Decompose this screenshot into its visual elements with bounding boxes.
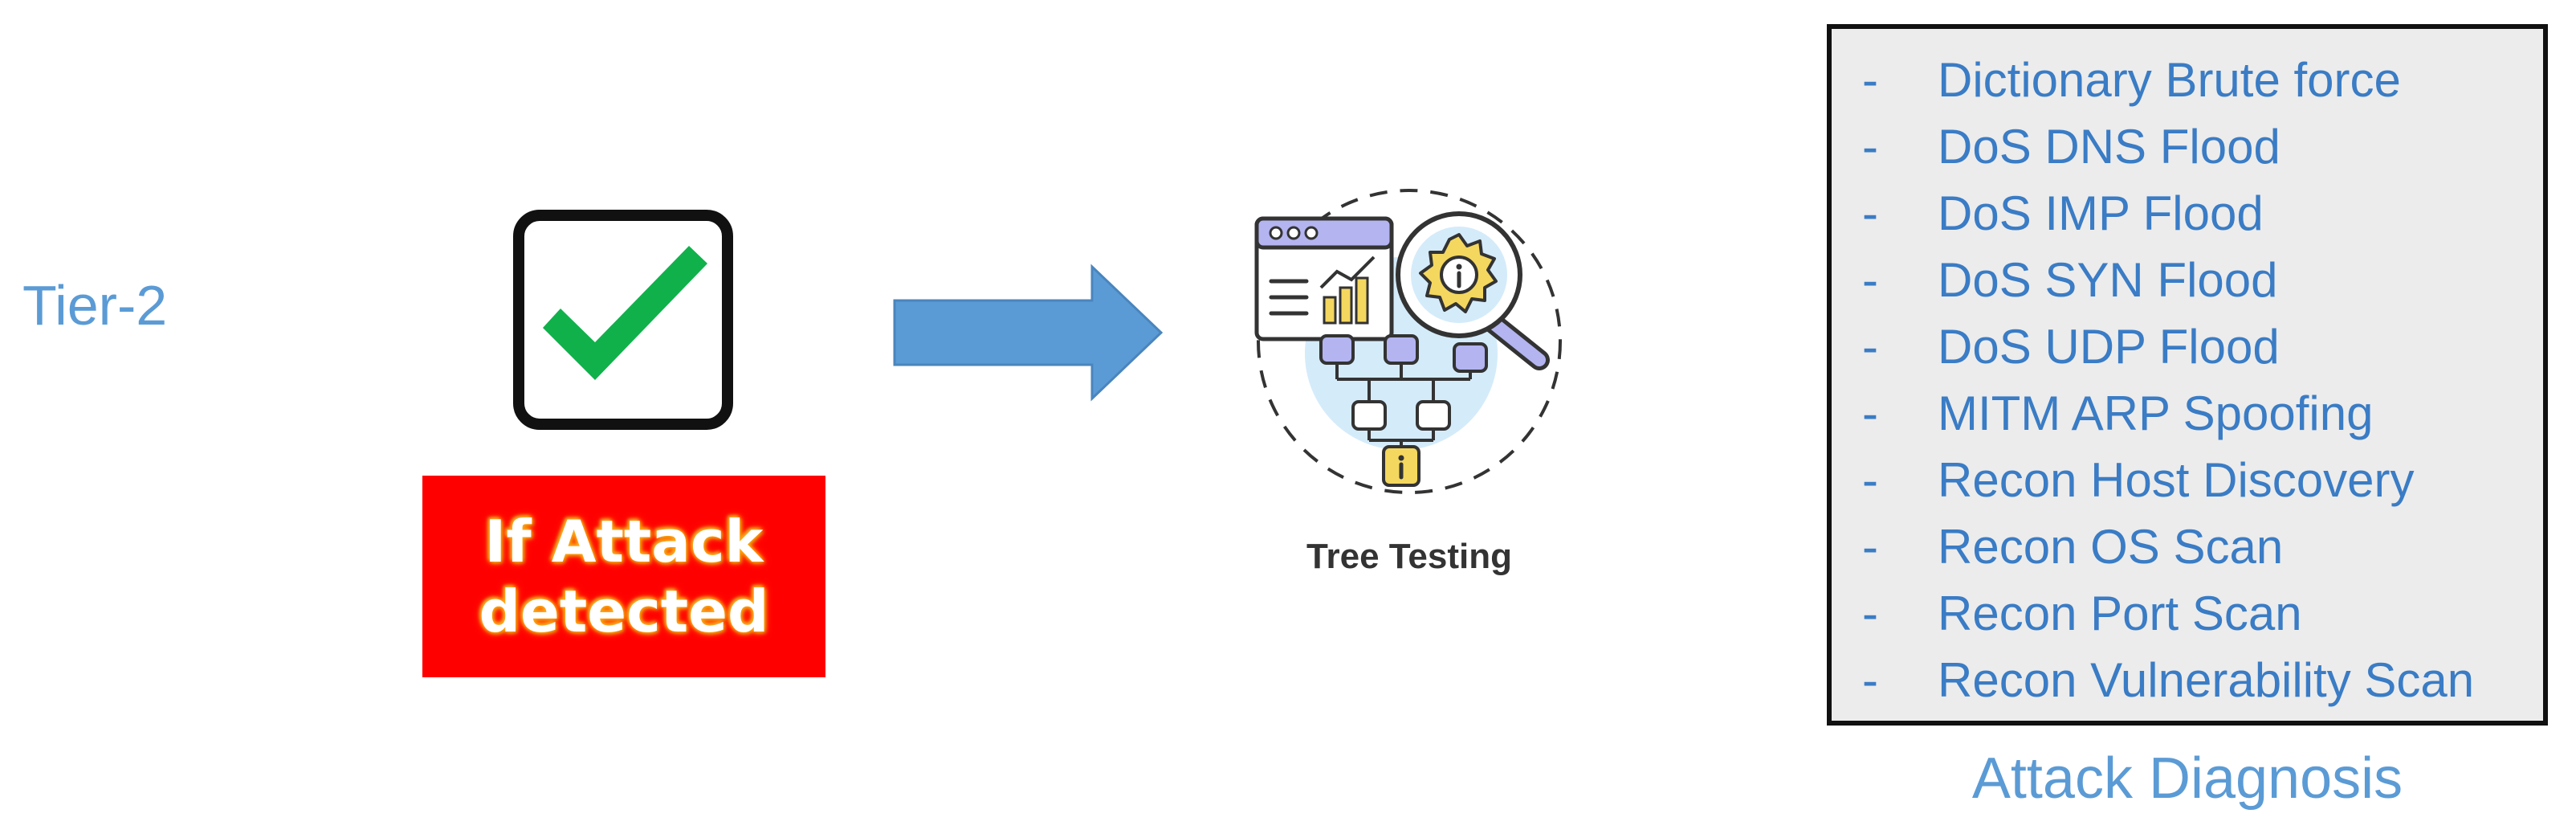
list-item-label: Recon OS Scan: [1938, 520, 2284, 574]
list-bullet: -: [1862, 587, 1878, 640]
tree-testing-icon: [1241, 169, 1578, 506]
list-bullet: -: [1862, 186, 1878, 240]
right-arrow-icon: [891, 264, 1164, 402]
list-item: - Recon Host Discovery: [1832, 447, 2543, 513]
tier-label: Tier-2: [22, 274, 168, 337]
checkmark-icon: [511, 207, 736, 432]
list-bullet: -: [1862, 453, 1878, 507]
tree-testing-caption: Tree Testing: [1306, 537, 1512, 576]
list-item-label: Dictionary Brute force: [1938, 53, 2401, 107]
list-item: - Dictionary Brute force: [1832, 47, 2543, 113]
list-item: - DoS DNS Flood: [1832, 113, 2543, 180]
list-item: - Recon Vulnerability Scan: [1832, 647, 2543, 713]
list-item: - Recon Port Scan: [1832, 580, 2543, 647]
list-bullet: -: [1862, 253, 1878, 307]
list-item-label: Recon Host Discovery: [1938, 453, 2415, 507]
list-item-label: Recon Vulnerability Scan: [1938, 653, 2475, 707]
attack-diagnosis-list: - Dictionary Brute force - DoS DNS Flood…: [1827, 24, 2548, 726]
list-item: - DoS IMP Flood: [1832, 180, 2543, 247]
list-bullet: -: [1862, 320, 1878, 374]
list-bullet: -: [1862, 520, 1878, 574]
list-item-label: DoS SYN Flood: [1938, 253, 2278, 307]
list-bullet: -: [1862, 120, 1878, 174]
list-item: - MITM ARP Spoofing: [1832, 380, 2543, 447]
list-item-label: MITM ARP Spoofing: [1938, 386, 2374, 440]
list-item: - DoS SYN Flood: [1832, 247, 2543, 313]
list-item-label: DoS IMP Flood: [1938, 186, 2264, 240]
magnifier-gear-icon: [1396, 211, 1550, 370]
tree-diagram-icon: [1319, 334, 1488, 487]
attack-detected-line2: detected: [479, 577, 769, 645]
attack-detected-line1: If Attack: [484, 508, 764, 576]
attack-detected-box: If Attack detected: [422, 476, 825, 677]
list-bullet: -: [1862, 653, 1878, 707]
attack-diagnosis-title: Attack Diagnosis: [1971, 746, 2403, 811]
list-item-label: Recon Port Scan: [1938, 587, 2302, 640]
list-item-label: DoS UDP Flood: [1938, 320, 2280, 374]
list-bullet: -: [1862, 53, 1878, 107]
list-item: - DoS UDP Flood: [1832, 313, 2543, 380]
list-bullet: -: [1862, 386, 1878, 440]
list-item-label: DoS DNS Flood: [1938, 120, 2280, 174]
browser-window-icon: [1254, 216, 1394, 341]
list-item: - Recon OS Scan: [1832, 513, 2543, 580]
